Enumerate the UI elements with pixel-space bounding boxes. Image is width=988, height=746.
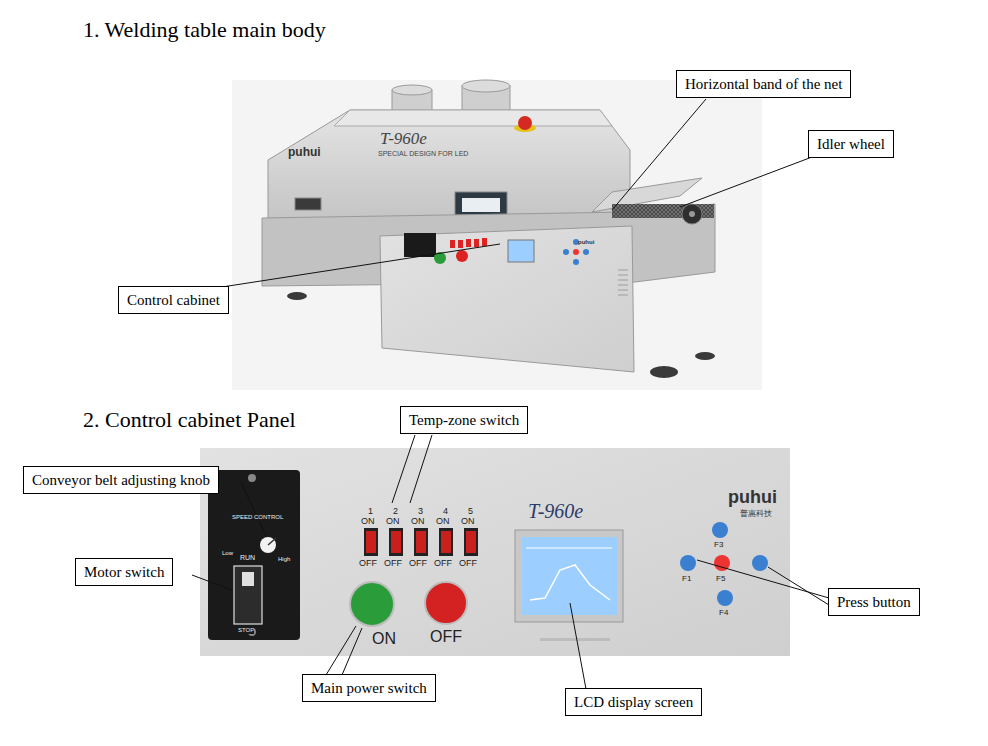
switch-state: ON [411, 517, 425, 527]
button-label: OFF [430, 628, 462, 646]
section-title: 2. Control cabinet Panel [83, 408, 296, 432]
callout-text: Temp-zone switch [409, 412, 519, 428]
button-label: ON [372, 630, 396, 648]
machine-text: SPECIAL DESIGN FOR LED [378, 150, 468, 158]
button-label: F4 [719, 609, 728, 618]
button-label: F1 [682, 575, 691, 584]
switch-state: ON [461, 517, 475, 527]
callout-box: Press button [828, 588, 920, 616]
switch-state: OFF [359, 559, 377, 569]
switch-state: OFF [409, 559, 427, 569]
zone-number: 3 [418, 507, 423, 517]
plate-text: Low [222, 550, 233, 557]
plate-text: High [278, 556, 290, 563]
callout-box: Conveyor belt adjusting knob [23, 466, 219, 494]
model-name: T-960e [528, 500, 583, 522]
callout-text: LCD display screen [574, 694, 693, 710]
callout-box: Control cabinet [118, 286, 229, 314]
brand-logo: puhui [288, 146, 321, 159]
callout-box: Horizontal band of the net [676, 70, 851, 98]
plate-text: STOP [238, 627, 254, 634]
callout-text: Main power switch [311, 680, 427, 696]
callout-box: Main power switch [302, 674, 436, 702]
section-title: 1. Welding table main body [83, 18, 326, 42]
switch-state: OFF [384, 559, 402, 569]
brand-logo: puhui [728, 488, 777, 508]
brand-logo: 普惠科技 [740, 510, 772, 519]
callout-text: Motor switch [84, 564, 164, 580]
callout-text: Idler wheel [817, 136, 885, 152]
callout-text: Control cabinet [127, 292, 220, 308]
callout-box: Temp-zone switch [400, 406, 528, 434]
button-label: F3 [714, 541, 723, 550]
button-label: F5 [716, 575, 725, 584]
switch-state: ON [436, 517, 450, 527]
zone-number: 5 [468, 507, 473, 517]
callout-box: Idler wheel [808, 130, 894, 158]
zone-number: 1 [368, 507, 373, 517]
switch-state: ON [386, 517, 400, 527]
zone-number: 2 [393, 507, 398, 517]
zone-number: 4 [443, 507, 448, 517]
callout-box: LCD display screen [565, 688, 702, 716]
model-name: T-960e [380, 130, 427, 149]
brand-logo: puhui [578, 239, 594, 246]
callout-text: Press button [837, 594, 911, 610]
callout-text: Conveyor belt adjusting knob [32, 472, 210, 488]
switch-state: OFF [459, 559, 477, 569]
callout-text: Horizontal band of the net [685, 76, 842, 92]
switch-state: OFF [434, 559, 452, 569]
switch-state: ON [361, 517, 375, 527]
callout-box: Motor switch [75, 558, 173, 586]
plate-text: RUN [240, 554, 255, 562]
plate-text: SPEED CONTROL [232, 514, 283, 521]
